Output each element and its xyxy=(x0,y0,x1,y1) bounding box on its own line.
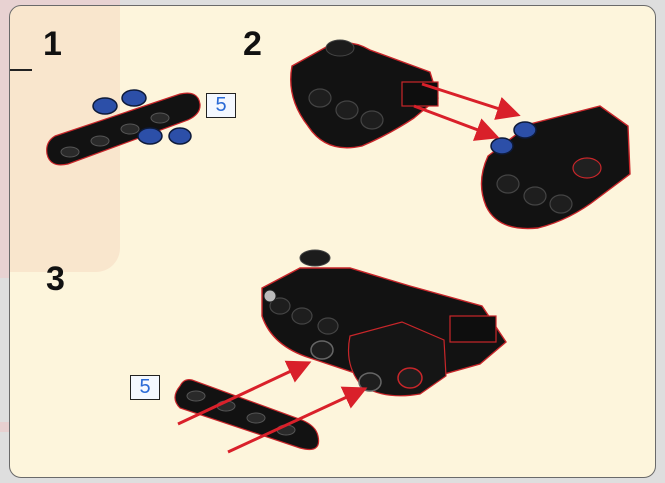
assembly-arrow-icon xyxy=(177,360,368,454)
divider-rule xyxy=(10,69,32,71)
step1-beam-with-pegs xyxy=(46,89,201,166)
step-number-2: 2 xyxy=(243,25,262,63)
blue-connector-peg-icon xyxy=(137,127,192,145)
step-number-3: 3 xyxy=(46,260,65,298)
step3-assembled-unit xyxy=(261,249,507,397)
step2-angled-piece xyxy=(290,39,439,149)
quantity-label-step1: 5 xyxy=(206,93,236,118)
assembly-arrow-icon xyxy=(413,82,521,141)
blue-connector-peg-icon xyxy=(513,121,537,139)
assembly-illustration xyxy=(46,39,631,454)
step3-long-beam xyxy=(174,379,320,451)
blue-connector-peg-icon xyxy=(490,137,514,155)
step2-base-piece xyxy=(480,105,631,230)
lego-beam-icon xyxy=(46,92,201,166)
quantity-label-step3: 5 xyxy=(130,375,160,400)
blue-connector-peg-icon xyxy=(92,89,147,115)
step-number-1: 1 xyxy=(43,25,62,63)
instruction-panel: 1 5 2 3 5 xyxy=(9,5,656,478)
